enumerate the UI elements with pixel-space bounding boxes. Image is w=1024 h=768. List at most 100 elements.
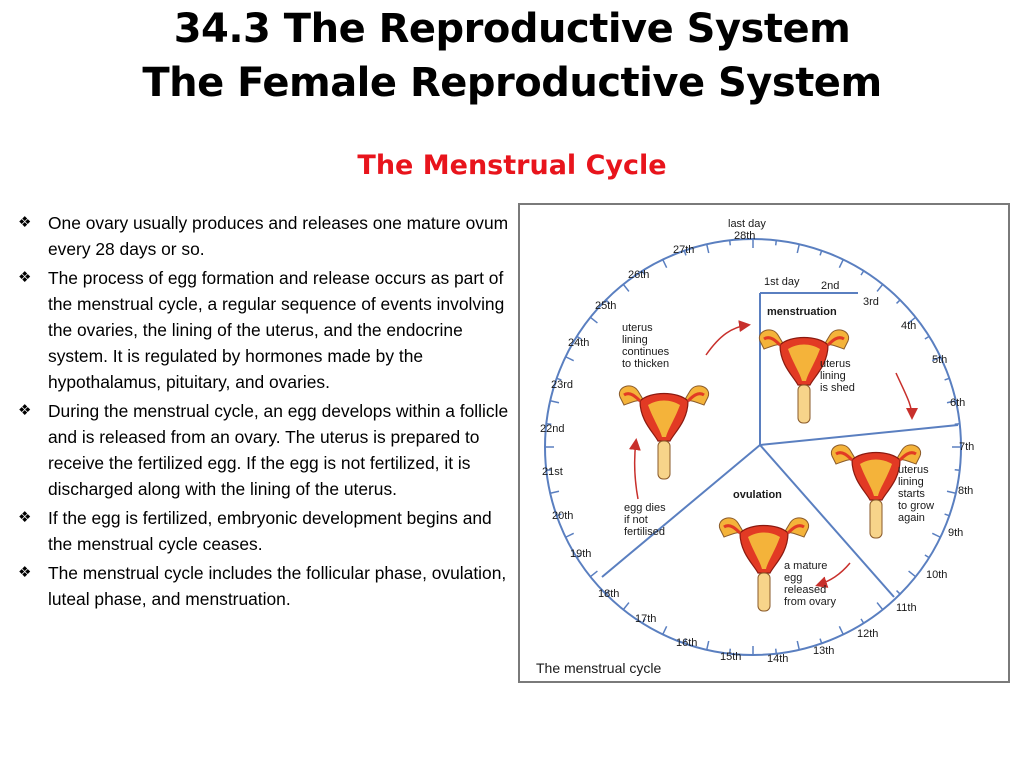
bullet-text: During the menstrual cycle, an egg devel…	[48, 401, 509, 499]
divider-bottom-right	[759, 444, 895, 598]
day-tick	[705, 640, 710, 650]
day-tick	[683, 638, 687, 644]
day-label-27: 27th	[673, 244, 694, 256]
day-label-15: 15th	[720, 651, 741, 663]
diagram-caption: The menstrual cycle	[536, 660, 661, 676]
day-tick	[876, 283, 884, 292]
day-label-4: 4th	[901, 320, 916, 332]
bullet-text: The menstrual cycle includes the follicu…	[48, 563, 507, 609]
day-tick	[774, 648, 778, 654]
cycle-diagram-svg: last day 28th 1st day 2nd 3rd 4th 5th 6t…	[536, 218, 974, 676]
day-label-12: 12th	[857, 628, 878, 640]
day-tick	[622, 602, 630, 611]
day-ticks	[545, 239, 961, 655]
day-tick	[924, 554, 930, 559]
day-tick	[683, 250, 687, 256]
day-tick	[946, 490, 956, 495]
day-tick	[946, 399, 956, 404]
day-tick	[550, 490, 560, 495]
day-tick	[931, 356, 941, 362]
diamond-bullet-icon: ❖	[18, 509, 32, 526]
day-label-10: 10th	[926, 569, 947, 581]
day-label-7: 7th	[959, 441, 974, 453]
arrow-to-regrowth	[895, 372, 918, 420]
bullet-item: ❖ The menstrual cycle includes the follic…	[18, 560, 510, 612]
day-tick	[662, 259, 668, 269]
day-tick	[705, 244, 710, 254]
day-tick	[944, 377, 950, 381]
day-label-28-line1: last day	[728, 218, 766, 230]
day-tick	[728, 240, 732, 246]
day-tick	[954, 468, 960, 472]
menstrual-cycle-diagram: last day 28th 1st day 2nd 3rd 4th 5th 6t…	[518, 203, 1010, 683]
day-tick	[774, 240, 778, 246]
slide-subtitle: The Menstrual Cycle	[357, 150, 667, 181]
day-tick	[641, 618, 646, 624]
day-tick	[944, 513, 950, 517]
day-tick	[576, 335, 582, 340]
day-label-14: 14th	[767, 653, 788, 665]
day-label-5: 5th	[932, 354, 947, 366]
diamond-bullet-icon: ❖	[18, 402, 32, 419]
day-label-16: 16th	[676, 637, 697, 649]
day-label-20: 20th	[552, 510, 573, 522]
day-tick	[550, 399, 560, 404]
slide-title-line-2: The Female Reproductive System	[142, 60, 882, 106]
bullet-item: ❖ If the egg is fertilized, embryonic dev…	[18, 505, 510, 557]
arrow-to-menstruation	[705, 320, 751, 356]
day-tick	[641, 270, 646, 276]
day-tick	[546, 422, 552, 426]
day-tick	[556, 377, 562, 381]
divider-left	[601, 444, 761, 578]
day-label-22: 22nd	[540, 423, 564, 435]
day-label-21: 21st	[542, 466, 563, 478]
bullet-text: The process of egg formation and release…	[48, 268, 505, 392]
day-label-1: 1st day	[764, 276, 800, 288]
day-tick	[908, 316, 917, 324]
egg-dies-label: egg dies if not fertilised	[624, 502, 669, 538]
day-label-17: 17th	[635, 613, 656, 625]
day-tick	[556, 513, 562, 517]
day-tick	[924, 335, 930, 340]
lining-grow-label: uterus lining starts to grow again	[898, 464, 937, 524]
diamond-bullet-icon: ❖	[18, 214, 32, 231]
day-label-25: 25th	[595, 300, 616, 312]
arrow-to-thickening	[628, 438, 641, 500]
day-tick	[838, 625, 844, 635]
day-tick	[931, 532, 941, 538]
day-tick	[565, 532, 575, 538]
day-tick	[896, 590, 901, 595]
bullet-item: ❖ The process of egg formation and releas…	[18, 265, 510, 395]
day-tick	[860, 270, 865, 276]
day-label-19: 19th	[570, 548, 591, 560]
day-label-18: 18th	[598, 588, 619, 600]
menstruation-heading: menstruation	[767, 306, 837, 318]
day-tick	[954, 422, 960, 426]
day-tick	[605, 590, 610, 595]
day-tick	[908, 570, 917, 578]
day-tick	[662, 625, 668, 635]
day-tick	[838, 259, 844, 269]
bullet-text: One ovary usually produces and releases …	[48, 213, 509, 259]
day-tick	[565, 356, 575, 362]
day-label-26: 26th	[628, 269, 649, 281]
bullet-item: ❖ During the menstrual cycle, an egg deve…	[18, 398, 510, 502]
day-label-2: 2nd	[821, 280, 839, 292]
bullet-list: ❖ One ovary usually produces and releases…	[18, 210, 510, 615]
arrow-to-egg-death	[815, 562, 851, 588]
day-label-24: 24th	[568, 337, 589, 349]
day-tick	[876, 602, 884, 611]
egg-released-label: a mature egg released from ovary	[784, 560, 836, 608]
lining-thicken-label: uterus lining continues to thicken	[622, 322, 672, 370]
day-tick	[576, 554, 582, 559]
day-tick	[796, 244, 801, 254]
bullet-item: ❖ One ovary usually produces and releases…	[18, 210, 510, 262]
diamond-bullet-icon: ❖	[18, 564, 32, 581]
bullet-text: If the egg is fertilized, embryonic deve…	[48, 508, 492, 554]
diamond-bullet-icon: ❖	[18, 269, 32, 286]
day-tick	[728, 648, 732, 654]
day-label-28-line2: 28th	[734, 230, 755, 242]
day-tick	[796, 640, 801, 650]
slide-title-line-1: 34.3 The Reproductive System	[173, 6, 851, 52]
day-tick	[622, 283, 630, 292]
